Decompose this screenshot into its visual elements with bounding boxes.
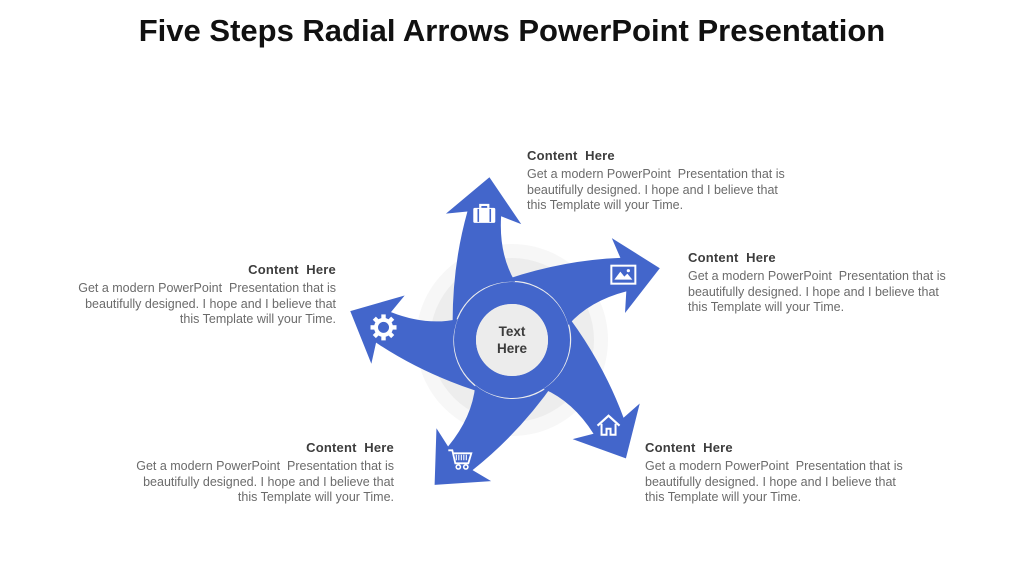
arrow-bottom-left xyxy=(434,368,565,485)
content-block-right: Content Here Get a modern PowerPoint Pre… xyxy=(688,250,946,316)
center-text-circle: Text Here xyxy=(476,304,548,376)
center-text: Text Here xyxy=(496,324,528,356)
gear-icon xyxy=(370,314,397,341)
hub-ring xyxy=(454,282,570,398)
content-body: Get a modern PowerPoint Presentation tha… xyxy=(78,281,340,327)
content-heading: Content Here xyxy=(527,148,615,163)
content-heading: Content Here xyxy=(688,250,776,265)
content-block-bottom-left: Content Here Get a modern PowerPoint Pre… xyxy=(136,440,394,506)
content-body: Get a modern PowerPoint Presentation tha… xyxy=(136,459,398,505)
briefcase-icon xyxy=(473,203,496,223)
content-block-top: Content Here Get a modern PowerPoint Pre… xyxy=(527,148,785,214)
slide-title: Five Steps Radial Arrows PowerPoint Pres… xyxy=(138,13,886,48)
content-body: Get a modern PowerPoint Presentation tha… xyxy=(527,167,789,213)
content-body: Get a modern PowerPoint Presentation tha… xyxy=(645,459,907,505)
content-heading: Content Here xyxy=(645,440,733,455)
arrow-bottom-right xyxy=(543,299,640,459)
cart-icon xyxy=(448,449,473,470)
picture-icon xyxy=(610,264,637,285)
arrow-right xyxy=(486,238,660,326)
content-block-bottom-right: Content Here Get a modern PowerPoint Pre… xyxy=(645,440,903,506)
content-block-left: Content Here Get a modern PowerPoint Pre… xyxy=(78,262,336,328)
content-heading: Content Here xyxy=(306,440,394,455)
home-icon xyxy=(596,414,621,436)
arrow-left xyxy=(350,295,502,399)
content-heading: Content Here xyxy=(248,262,336,277)
content-body: Get a modern PowerPoint Presentation tha… xyxy=(688,269,950,315)
radial-arrows-diagram xyxy=(350,177,660,485)
arrow-top xyxy=(445,177,522,348)
